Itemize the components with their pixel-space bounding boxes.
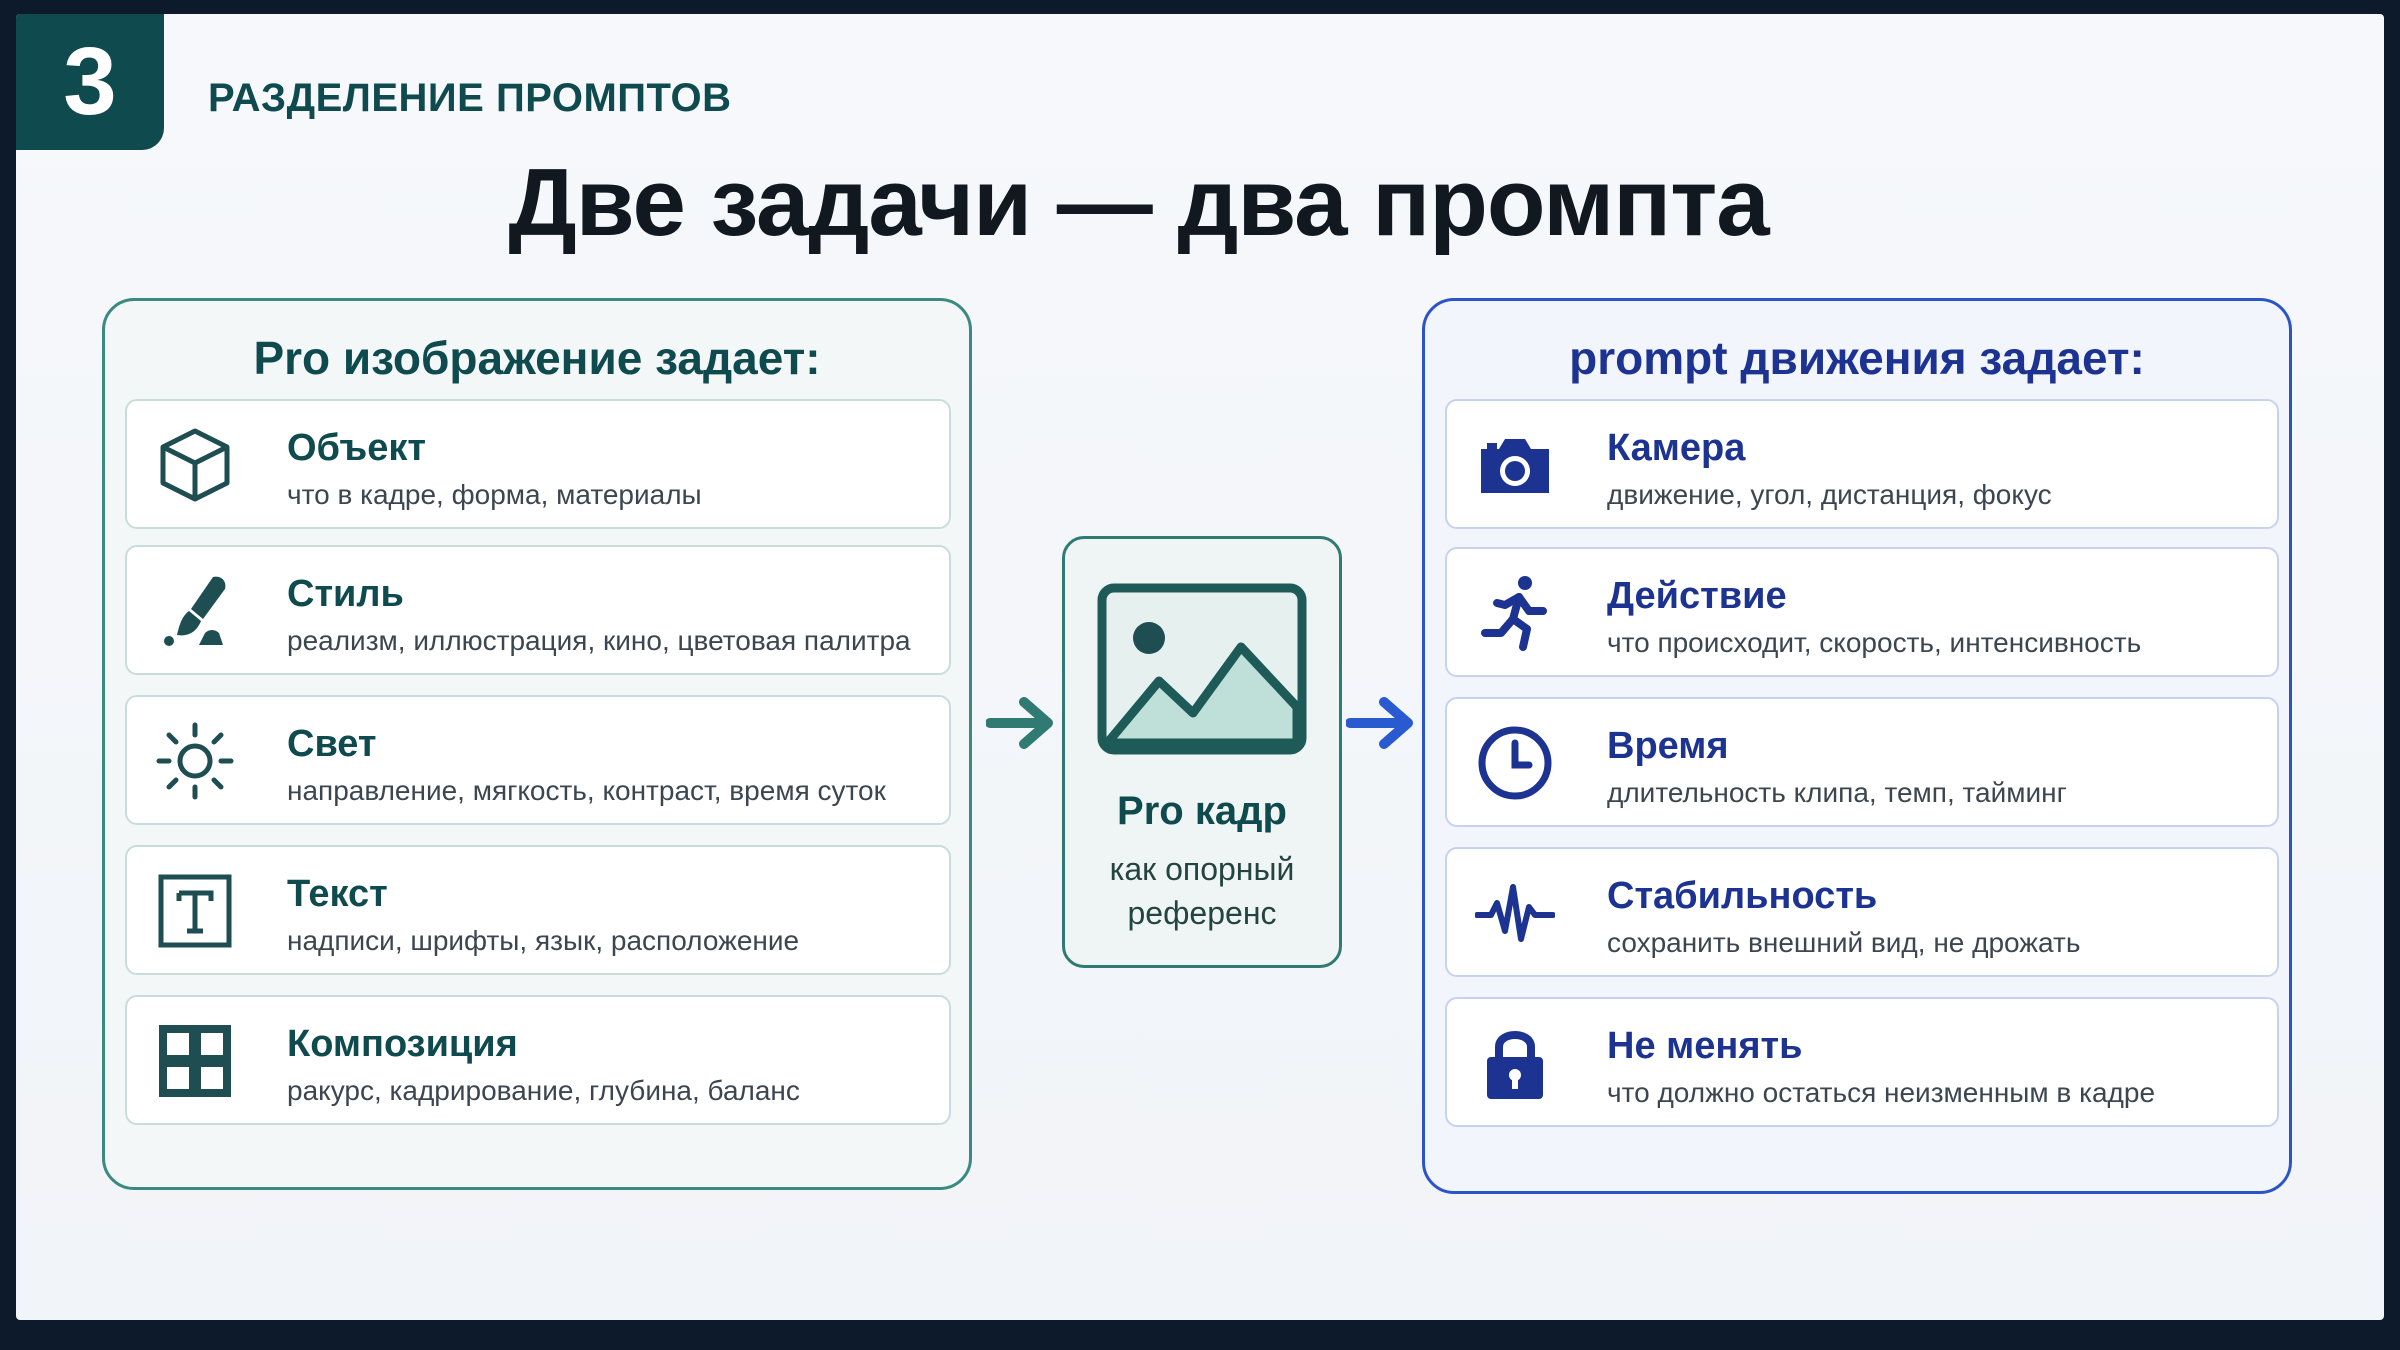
item-title: Действие: [1607, 575, 1787, 617]
image-prompt-item-composition: Композиция ракурс, кадрирование, глубина…: [125, 995, 951, 1125]
item-description: что происходит, скорость, интенсивность: [1607, 627, 2142, 658]
item-description: движение, угол, дистанция, фокус: [1607, 479, 2052, 510]
motion-prompt-panel-title: prompt движения задает:: [1569, 332, 2145, 384]
motion-prompt-item-camera: Камера движение, угол, дистанция, фокус: [1445, 399, 2279, 529]
grid-layout-icon: [155, 1021, 235, 1101]
item-description: направление, мягкость, контраст, время с…: [287, 775, 886, 806]
clock-icon: [1475, 723, 1555, 803]
text-icon: [155, 871, 235, 951]
pro-frame-title: Pro кадр: [1117, 789, 1287, 833]
motion-prompt-panel: prompt движения задает: Камера движение,…: [1422, 298, 2292, 1194]
motion-prompt-item-do-not-change: Не менять что должно остаться неизменным…: [1445, 997, 2279, 1127]
item-description: что должно остаться неизменным в кадре: [1607, 1077, 2156, 1108]
item-title: Камера: [1607, 427, 1746, 469]
section-label: РАЗДЕЛЕНИЕ ПРОМПТОВ: [208, 76, 732, 120]
pro-frame-subtitle: как опорный референс: [1065, 847, 1339, 935]
running-person-icon: [1475, 573, 1555, 653]
motion-prompt-item-action: Действие что происходит, скорость, интен…: [1445, 547, 2279, 677]
image-prompt-item-style: Стиль реализм, иллюстрация, кино, цветов…: [125, 545, 951, 675]
sun-icon: [155, 721, 235, 801]
item-title: Стабильность: [1607, 875, 1878, 917]
lock-icon: [1475, 1023, 1555, 1103]
pro-frame-subtitle-line-1: как опорный: [1109, 851, 1295, 887]
motion-prompt-item-stability: Стабильность сохранить внешний вид, не д…: [1445, 847, 2279, 977]
item-description: что в кадре, форма, материалы: [287, 479, 702, 510]
item-description: реализм, иллюстрация, кино, цветовая пал…: [287, 625, 911, 656]
image-prompt-panel: Pro изображение задает: Объект что в кад…: [102, 298, 972, 1190]
pulse-icon: [1475, 873, 1555, 953]
item-title: Не менять: [1607, 1025, 1803, 1067]
image-prompt-item-text: Текст надписи, шрифты, язык, расположени…: [125, 845, 951, 975]
item-description: сохранить внешний вид, не дрожать: [1607, 927, 2081, 958]
step-number: 3: [63, 28, 117, 135]
slide-title: Две задачи — два промпта: [508, 149, 1769, 256]
item-title: Текст: [287, 873, 388, 915]
paint-brush-icon: [155, 571, 235, 651]
item-title: Свет: [287, 723, 377, 765]
item-title: Объект: [287, 427, 426, 469]
arrow-right-icon: [986, 697, 1053, 749]
motion-prompt-item-time: Время длительность клипа, темп, тайминг: [1445, 697, 2279, 827]
item-title: Время: [1607, 725, 1729, 767]
image-icon: [1097, 583, 1307, 755]
item-description: надписи, шрифты, язык, расположение: [287, 925, 800, 956]
step-number-badge: 3: [16, 14, 164, 150]
arrow-right-icon: [1346, 697, 1413, 749]
item-description: ракурс, кадрирование, глубина, баланс: [287, 1075, 800, 1106]
item-description: длительность клипа, темп, тайминг: [1607, 777, 2067, 808]
pro-frame-subtitle-line-2: референс: [1127, 895, 1277, 931]
slide: 3 РАЗДЕЛЕНИЕ ПРОМПТОВ Две задачи — два п…: [16, 14, 2384, 1320]
cube-icon: [155, 425, 235, 505]
image-prompt-panel-title: Pro изображение задает:: [253, 332, 821, 384]
item-title: Стиль: [287, 573, 404, 615]
camera-icon: [1475, 425, 1555, 505]
image-prompt-item-light: Свет направление, мягкость, контраст, вр…: [125, 695, 951, 825]
item-title: Композиция: [287, 1023, 518, 1065]
image-prompt-item-object: Объект что в кадре, форма, материалы: [125, 399, 951, 529]
pro-frame-card: Pro кадр как опорный референс: [1062, 536, 1342, 968]
